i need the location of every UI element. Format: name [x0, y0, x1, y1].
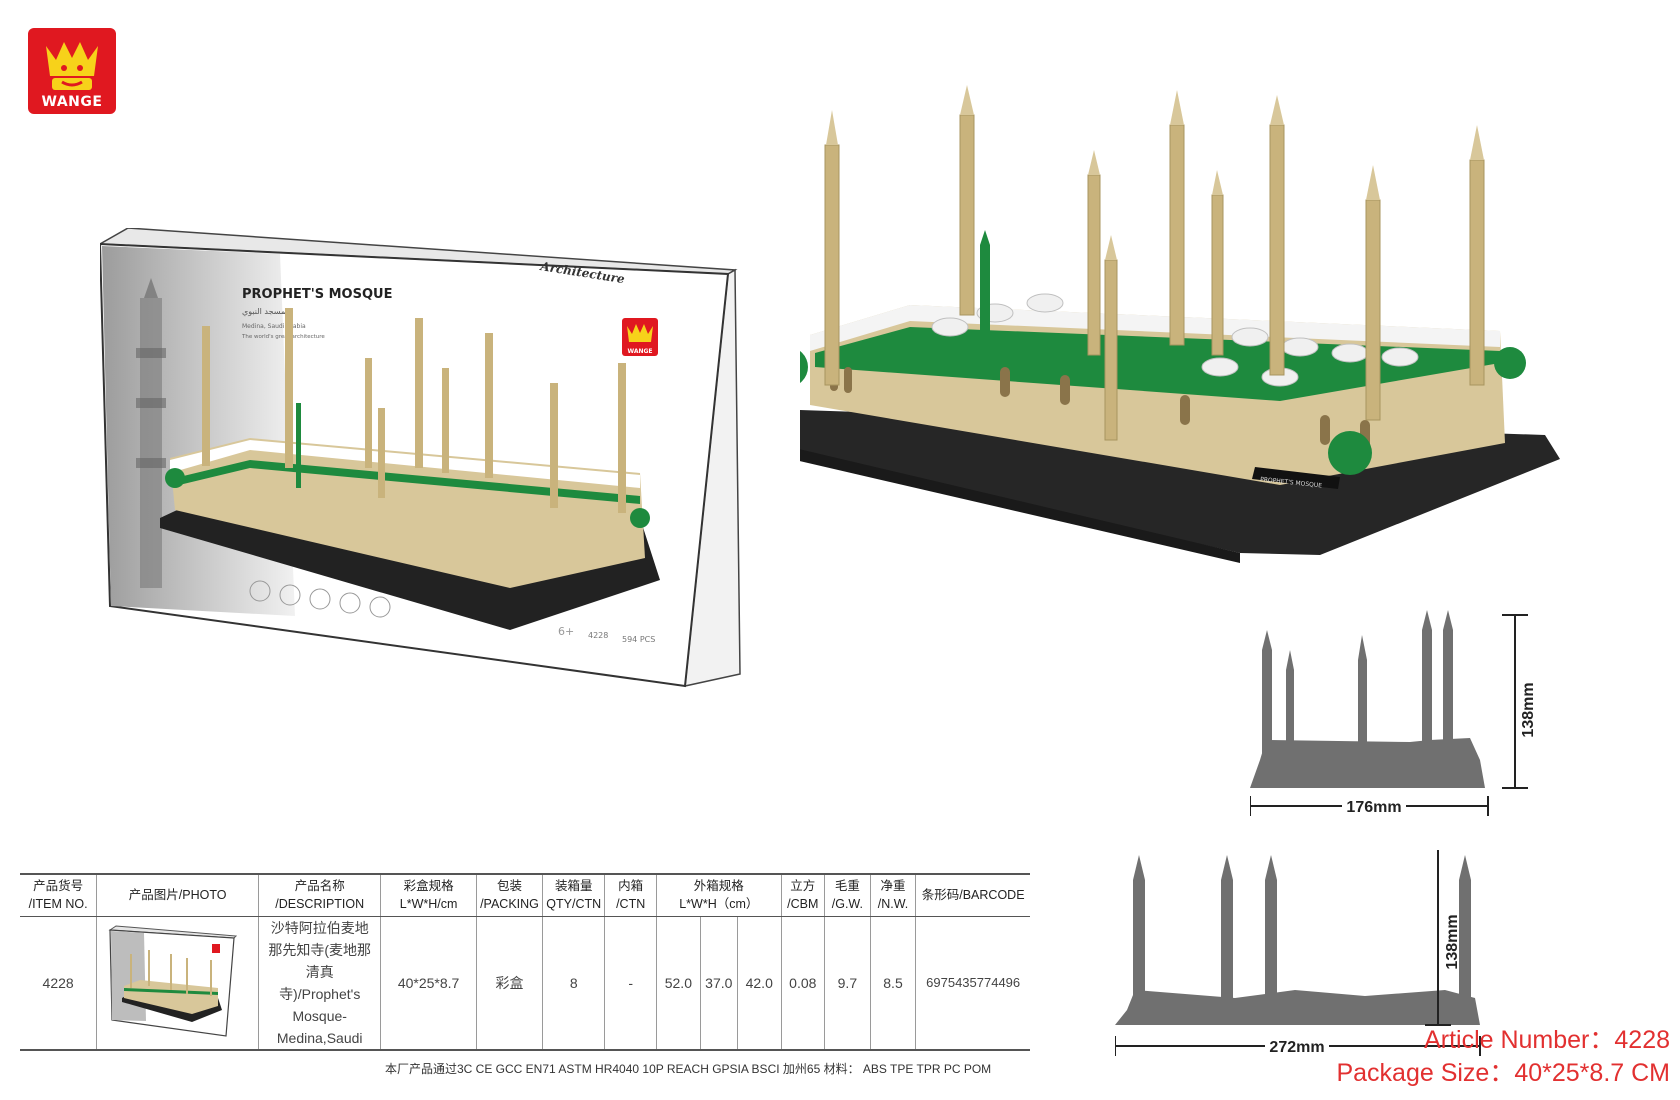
product-box-image: PROPHET'S MOSQUE المسجد النبوي Medina, S…: [100, 228, 741, 688]
box-pieces: 594 PCS: [622, 635, 655, 644]
article-info: Article Number：4228 Package Size：40*25*8…: [1336, 1024, 1670, 1090]
cell-outer-length: 52.0: [656, 916, 701, 1051]
front-view-silhouette: 138mm 272mm: [1115, 850, 1481, 1056]
cell-inner-carton: -: [604, 916, 657, 1051]
cell-outer-height: 42.0: [736, 916, 782, 1051]
length-dimension: 272mm: [1269, 1039, 1324, 1056]
assembled-model-image: PROPHET'S MOSQUE: [800, 85, 1560, 563]
header-gross-weight: 毛重/G.W.: [824, 873, 871, 917]
box-logo-text: WANGE: [627, 348, 652, 355]
certification-note: 本厂产品通过3C CE GCC EN71 ASTM HR4040 10P REA…: [385, 1062, 992, 1076]
header-photo: 产品图片/PHOTO: [96, 873, 259, 917]
package-size: Package Size：40*25*8.7 CM: [1336, 1059, 1670, 1087]
box-item-number: 4228: [588, 631, 608, 640]
box-subtitle: Medina, Saudi Arabia: [242, 323, 306, 330]
height-dimension-front: 138mm: [1444, 914, 1461, 969]
height-dimension: 138mm: [1520, 682, 1537, 737]
header-cbm: 立方/CBM: [780, 873, 825, 917]
cell-qty: 8: [542, 916, 605, 1051]
cell-photo: [96, 916, 259, 1051]
header-barcode: 条形码/BARCODE: [915, 873, 1030, 917]
brand-name: WANGE: [41, 94, 103, 110]
side-view-silhouette: 138mm 176mm: [1250, 610, 1537, 816]
header-item-no: 产品货号/ITEM NO.: [20, 873, 97, 917]
header-inner-carton: 内箱/CTN: [604, 873, 657, 917]
width-dimension: 176mm: [1346, 799, 1401, 816]
box-age: 6+: [558, 625, 574, 638]
cell-description: 沙特阿拉伯麦地 那先知寺(麦地那 清真 寺)/Prophet's Mosque-…: [258, 916, 381, 1051]
cell-item-no: 4228: [20, 916, 97, 1051]
header-net-weight: 净重/N.W.: [869, 873, 916, 917]
table-row: 4228 沙特阿拉伯麦地 那先知寺(麦地那 清真 寺)/Prophet's: [20, 916, 1030, 1051]
product-thumbnail: [108, 924, 237, 1037]
cell-barcode: 6975435774496: [915, 916, 1030, 1051]
article-number: Article Number：4228: [1424, 1026, 1670, 1054]
cell-net-weight: 8.5: [869, 916, 916, 1051]
cell-packing: 彩盒: [475, 916, 543, 1051]
table-header-row: 产品货号/ITEM NO. 产品图片/PHOTO 产品名称/DESCRIPTIO…: [20, 873, 1030, 917]
header-description: 产品名称/DESCRIPTION: [258, 873, 381, 917]
product-spec-table: 产品货号/ITEM NO. 产品图片/PHOTO 产品名称/DESCRIPTIO…: [20, 873, 1030, 1051]
cell-cbm: 0.08: [780, 916, 825, 1051]
cell-gross-weight: 9.7: [824, 916, 871, 1051]
cell-outer-width: 37.0: [699, 916, 738, 1051]
cell-box-size: 40*25*8.7: [380, 916, 477, 1051]
box-title: PROPHET'S MOSQUE: [242, 287, 392, 302]
wange-logo: WANGE: [28, 28, 116, 114]
box-tagline: The world's great architecture: [241, 334, 325, 340]
box-arabic-title: المسجد النبوي: [242, 307, 290, 316]
header-packing: 包装/PACKING: [475, 873, 543, 917]
crown-icon: [46, 42, 98, 90]
